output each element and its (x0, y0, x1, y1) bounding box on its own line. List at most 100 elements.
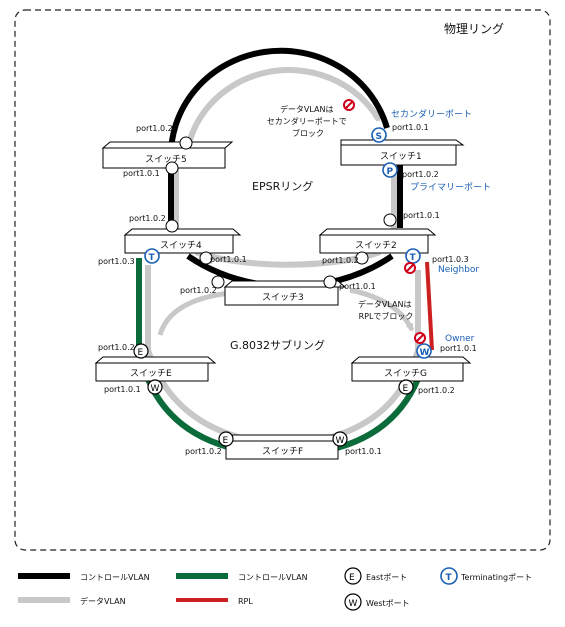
legend-data-label: データVLAN (80, 596, 126, 606)
switch-f: スイッチF (224, 434, 347, 460)
block-icon-secondary (343, 99, 355, 111)
port-sw2-101 (383, 213, 397, 227)
legend-terminating-label: Terminatingポート (460, 573, 532, 582)
east-badge-swg-letter: E (403, 384, 409, 394)
primary-port-label: プライマリーポート (410, 182, 491, 193)
neighbor-label: Neighbor (438, 265, 479, 275)
epsr-data-vlan-top (183, 67, 382, 164)
switch-4-label: スイッチ4 (160, 240, 202, 251)
swe-port102-label: port1.0.2 (98, 343, 135, 352)
legend-terminating-icon (440, 567, 458, 585)
sw1-port101-label: port1.0.1 (392, 123, 429, 132)
swf-port101-label: port1.0.1 (345, 447, 382, 456)
epsr-ring-label: EPSRリング (252, 179, 313, 193)
swg-port102-label: port1.0.2 (418, 386, 455, 395)
port-sw4-102 (165, 219, 179, 233)
terminating-badge-sw2-letter: T (410, 253, 417, 263)
block-icon-neighbor (404, 262, 416, 274)
sw1-port102-label: port1.0.2 (402, 170, 439, 179)
rpl-note-line1: データVLANは (358, 299, 412, 309)
swg-port101-label: port1.0.1 (440, 344, 477, 353)
switch-e-label: スイッチE (130, 368, 172, 379)
rpl-link (425, 261, 434, 351)
sw4-port102-label: port1.0.2 (129, 214, 166, 223)
west-badge-swe-letter: W (151, 384, 160, 394)
port-sw3-101 (323, 275, 337, 289)
sw4-port101-label: port1.0.1 (210, 255, 247, 264)
switch-2: スイッチ2 (318, 228, 437, 254)
legend-control-black-label: コントロールVLAN (80, 573, 150, 582)
west-port-badge-swe: W (147, 379, 163, 395)
east-badge-swf-letter: E (223, 436, 229, 446)
rpl-note-line2: RPLでブロック (359, 311, 414, 321)
epsr-block-note: データVLANは セカンダリーポートで ブロック (267, 104, 350, 138)
switch-f-label: スイッチF (262, 446, 303, 457)
legend-west-icon (344, 593, 362, 611)
legend-control-green-label: コントロールVLAN (238, 573, 308, 582)
secondary-port-badge: S (371, 127, 387, 143)
sw2-port102-label: port1.0.2 (322, 256, 359, 265)
sw2-port101-label: port1.0.1 (403, 211, 440, 220)
sw3-port102-label: port1.0.2 (180, 286, 217, 295)
owner-label: Owner (445, 334, 475, 344)
swf-port102-label: port1.0.2 (185, 447, 222, 456)
switch-2-label: スイッチ2 (355, 240, 397, 251)
switch-e: スイッチE (94, 356, 217, 382)
g8032-data-vlan-arrow (349, 287, 415, 332)
legend-east-icon (344, 567, 362, 585)
port-sw5-102 (179, 136, 193, 150)
legend-west-label: Westポート (366, 599, 410, 608)
sw5-port102-label: port1.0.2 (136, 124, 173, 133)
frame-title: 物理リング (444, 22, 504, 36)
terminating-port-badge-sw2: T (405, 248, 421, 264)
sw3-port101-label: port1.0.1 (339, 282, 376, 291)
owner-west-port-badge: W (416, 343, 432, 359)
switch-5: スイッチ5 (101, 141, 234, 169)
switch-g: スイッチG (350, 356, 472, 382)
switch-1-label: スイッチ1 (380, 151, 422, 162)
legend-east-icon-letter: E (349, 573, 355, 583)
switch-3: スイッチ3 (223, 280, 347, 306)
epsr-note-line2: セカンダリーポートで (267, 116, 347, 126)
primary-port-badge: P (382, 162, 398, 178)
g8032-data-vlan-inner (157, 290, 231, 336)
legend-rpl-label: RPL (238, 597, 253, 606)
port-sw5-101 (165, 161, 179, 175)
terminating-port-badge-sw4: T (144, 248, 160, 264)
port-sw4-101 (199, 251, 213, 265)
epsr-control-vlan-top (167, 47, 390, 161)
epsr-note-line1: データVLANは (280, 104, 334, 114)
rpl-block-note: データVLANは RPLでブロック (358, 299, 414, 321)
east-port-badge-swe: E (133, 343, 149, 359)
east-port-badge-swg: E (398, 379, 414, 395)
sw5-port101-label: port1.0.1 (123, 169, 160, 178)
east-port-badge-swf: E (218, 431, 234, 447)
sw4-port103-label: port1.0.3 (98, 257, 135, 266)
switch-4: スイッチ4 (123, 228, 242, 254)
west-badge-swf-letter: W (336, 436, 345, 446)
secondary-port-label: セカンダリーポート (391, 108, 472, 120)
port-sw3-102 (211, 275, 225, 289)
owner-west-badge-letter: W (420, 348, 430, 358)
physical-ring-frame (14, 9, 551, 551)
west-port-badge-swf: W (332, 431, 348, 447)
switch-3-label: スイッチ3 (262, 292, 304, 303)
g8032-subring-label: G.8032サブリング (230, 338, 325, 352)
east-badge-swe-letter: E (138, 348, 144, 358)
legend: コントロールVLAN コントロールVLAN データVLAN RPL E East… (18, 567, 532, 611)
epsr-note-line3: ブロック (292, 128, 324, 138)
primary-port-badge-letter: P (387, 167, 394, 177)
swe-port101-label: port1.0.1 (104, 385, 141, 394)
legend-terminating-icon-letter: T (446, 573, 453, 583)
legend-west-icon-letter: W (349, 599, 358, 609)
sw2-port103-label: port1.0.3 (432, 255, 469, 264)
legend-east-label: Eastポート (366, 573, 407, 582)
port-sw2-102 (355, 251, 369, 265)
switch-g-label: スイッチG (384, 368, 427, 379)
switch-5-label: スイッチ5 (145, 154, 187, 165)
switch-1: スイッチ1 (340, 139, 465, 166)
terminating-badge-sw4-letter: T (149, 253, 156, 263)
block-icon-owner (414, 332, 426, 344)
secondary-port-badge-letter: S (376, 132, 382, 142)
